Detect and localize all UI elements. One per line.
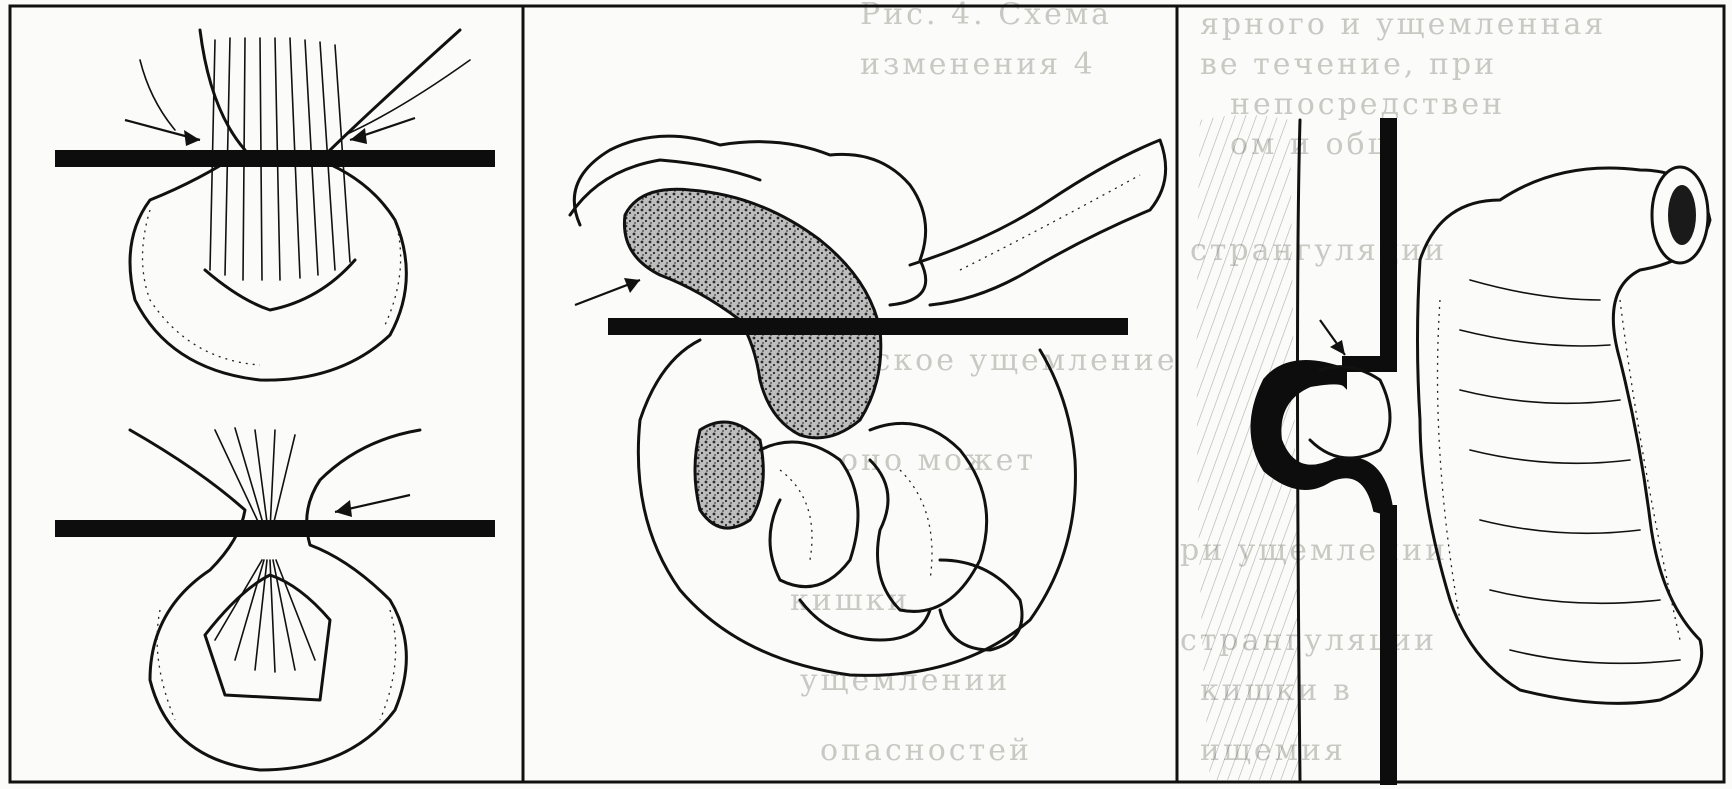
arrow-icon bbox=[1320, 320, 1345, 355]
ligature-bar bbox=[608, 318, 1128, 335]
bleed-line: опасностей bbox=[820, 733, 1032, 768]
bleed-line: изменения 4 bbox=[860, 47, 1096, 82]
bowel-lumen bbox=[1668, 185, 1696, 245]
bleed-line: ве течение, при bbox=[1200, 47, 1497, 82]
arrow-icon bbox=[125, 120, 200, 146]
upper-stricture-diagram bbox=[55, 30, 495, 380]
bowel-folds bbox=[1460, 280, 1680, 663]
ligature-bar bbox=[1380, 505, 1397, 785]
ligature-bar bbox=[55, 150, 495, 167]
strangulated-loop bbox=[624, 189, 880, 438]
lower-stricture-diagram bbox=[55, 428, 495, 770]
ligature-bar bbox=[1380, 118, 1397, 368]
converging-folds bbox=[215, 428, 315, 672]
strangulated-loop bbox=[695, 422, 763, 528]
arrow-icon bbox=[335, 495, 410, 517]
bleed-line: ущемлении bbox=[800, 663, 1010, 698]
bleed-line: ярного и ущемленная bbox=[1200, 7, 1606, 42]
panel-a bbox=[55, 30, 495, 770]
ligature-bar bbox=[55, 520, 495, 537]
panel-c bbox=[1197, 115, 1710, 785]
ligature-bar bbox=[1342, 356, 1397, 372]
arrow-icon bbox=[575, 278, 640, 305]
